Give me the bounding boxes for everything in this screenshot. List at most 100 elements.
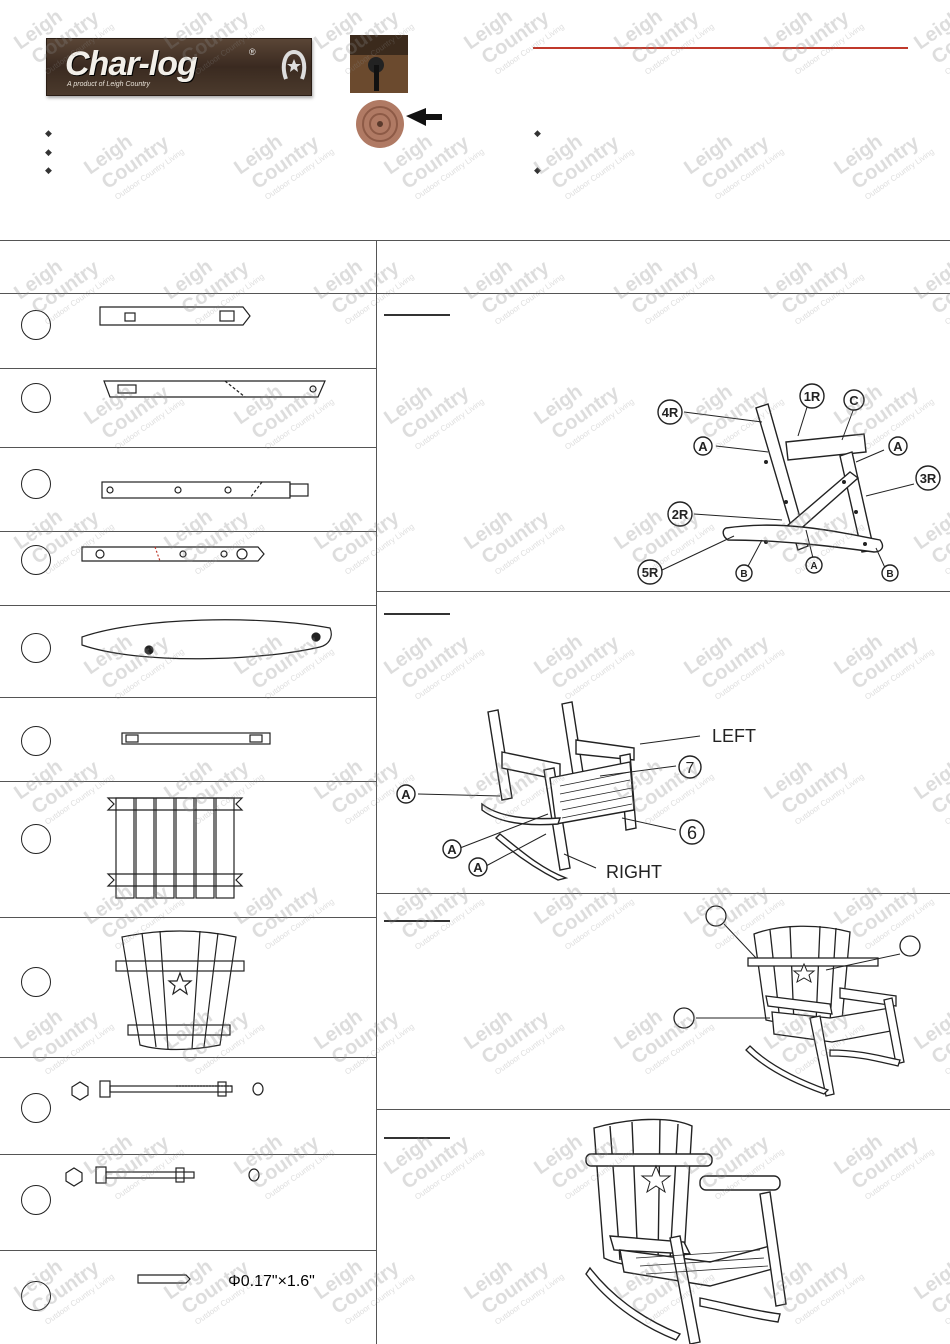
svg-text:Outdoor Country Living: Outdoor Country Living <box>793 22 866 77</box>
svg-text:Country: Country <box>548 381 624 443</box>
svg-text:Country: Country <box>848 1131 924 1193</box>
svg-text:RIGHT: RIGHT <box>606 862 662 882</box>
part-number-circle <box>21 633 51 663</box>
svg-text:1R: 1R <box>804 389 821 404</box>
row-divider <box>0 1154 376 1155</box>
svg-text:Country: Country <box>698 631 774 693</box>
svg-text:Outdoor Country Living: Outdoor Country Living <box>943 1272 950 1327</box>
part-number-circle <box>21 383 51 413</box>
svg-text:Country: Country <box>548 881 624 943</box>
svg-text:Leigh: Leigh <box>910 5 950 54</box>
svg-text:3R: 3R <box>920 471 937 486</box>
svg-text:Country: Country <box>478 256 554 318</box>
svg-text:Outdoor Country Living: Outdoor Country Living <box>413 397 486 452</box>
svg-text:Outdoor Country Living: Outdoor Country Living <box>863 647 936 702</box>
svg-text:Country: Country <box>478 1256 554 1318</box>
svg-text:Leigh: Leigh <box>460 255 516 304</box>
svg-text:Leigh: Leigh <box>830 1130 886 1179</box>
svg-text:Leigh: Leigh <box>910 755 950 804</box>
svg-text:Country: Country <box>478 506 554 568</box>
bolt-photo <box>350 35 408 93</box>
step2-assembly-diagram: LEFT RIGHT 7 6 A A A <box>396 701 756 882</box>
part-number-circle <box>21 1281 51 1311</box>
svg-text:Country: Country <box>398 881 474 943</box>
svg-text:Outdoor Country Living: Outdoor Country Living <box>863 1147 936 1202</box>
part-number-circle <box>21 967 51 997</box>
brand-logo: Char-log ® A product of Leigh Country <box>46 38 312 96</box>
svg-text:7: 7 <box>686 760 695 777</box>
svg-text:Outdoor Country Living: Outdoor Country Living <box>563 397 636 452</box>
svg-text:Country: Country <box>778 256 854 318</box>
svg-text:Country: Country <box>928 756 950 818</box>
svg-text:2R: 2R <box>672 507 689 522</box>
svg-text:Leigh: Leigh <box>230 130 286 179</box>
svg-text:Leigh: Leigh <box>380 630 436 679</box>
svg-text:Leigh: Leigh <box>460 5 516 54</box>
svg-text:Outdoor Country Living: Outdoor Country Living <box>263 147 336 202</box>
svg-text:Country: Country <box>628 256 704 318</box>
row-divider <box>0 781 376 782</box>
svg-text:Country: Country <box>928 6 950 68</box>
svg-text:Leigh: Leigh <box>830 130 886 179</box>
step-heading-rule <box>384 920 450 922</box>
log-end-photo <box>356 100 442 148</box>
svg-text:4R: 4R <box>662 405 679 420</box>
svg-text:5R: 5R <box>642 565 659 580</box>
svg-text:B: B <box>740 569 747 580</box>
svg-text:Outdoor Country Living: Outdoor Country Living <box>493 1272 566 1327</box>
svg-text:Outdoor Country Living: Outdoor Country Living <box>943 272 950 327</box>
svg-text:A: A <box>893 439 903 454</box>
svg-text:Country: Country <box>478 1006 554 1068</box>
svg-text:LEFT: LEFT <box>712 726 756 746</box>
star-icon <box>640 1164 672 1194</box>
svg-text:Leigh: Leigh <box>530 1130 586 1179</box>
svg-text:Outdoor Country Living: Outdoor Country Living <box>493 1022 566 1077</box>
bullet: ◆ <box>534 128 541 138</box>
row-divider <box>0 917 376 918</box>
svg-text:Leigh: Leigh <box>610 1005 666 1054</box>
svg-text:Country: Country <box>548 131 624 193</box>
svg-text:Country: Country <box>848 631 924 693</box>
svg-text:Country: Country <box>928 1256 950 1318</box>
svg-text:Leigh: Leigh <box>530 380 586 429</box>
row-divider <box>0 605 376 606</box>
header-rule <box>533 47 908 49</box>
svg-text:Outdoor Country Living: Outdoor Country Living <box>493 22 566 77</box>
svg-text:Outdoor Country Living: Outdoor Country Living <box>413 897 486 952</box>
svg-text:Leigh: Leigh <box>910 255 950 304</box>
svg-text:Outdoor Country Living: Outdoor Country Living <box>793 772 866 827</box>
registered-mark: ® <box>249 47 256 57</box>
column-divider <box>376 240 377 1344</box>
svg-text:Outdoor Country Living: Outdoor Country Living <box>793 1272 866 1327</box>
step-heading-rule <box>384 1137 450 1139</box>
svg-text:Country: Country <box>628 6 704 68</box>
bullet: ◆ <box>534 165 541 175</box>
svg-text:Country: Country <box>248 131 324 193</box>
svg-text:Leigh: Leigh <box>610 255 666 304</box>
step1-assembly-diagram: 4R 1R C A A 3R 2R 5R B A B <box>637 383 941 585</box>
row-divider <box>0 531 376 532</box>
svg-text:Leigh: Leigh <box>680 130 736 179</box>
svg-text:Outdoor Country Living: Outdoor Country Living <box>863 147 936 202</box>
svg-text:Outdoor Country Living: Outdoor Country Living <box>713 147 786 202</box>
step-divider <box>376 893 950 894</box>
svg-text:Leigh: Leigh <box>760 255 816 304</box>
row-divider <box>0 1057 376 1058</box>
svg-text:A: A <box>447 842 457 857</box>
table-header-rule <box>0 293 950 294</box>
step-heading-rule <box>384 613 450 615</box>
bullet: ◆ <box>45 147 52 157</box>
svg-text:Country: Country <box>928 256 950 318</box>
arrow-left-icon <box>406 108 442 126</box>
